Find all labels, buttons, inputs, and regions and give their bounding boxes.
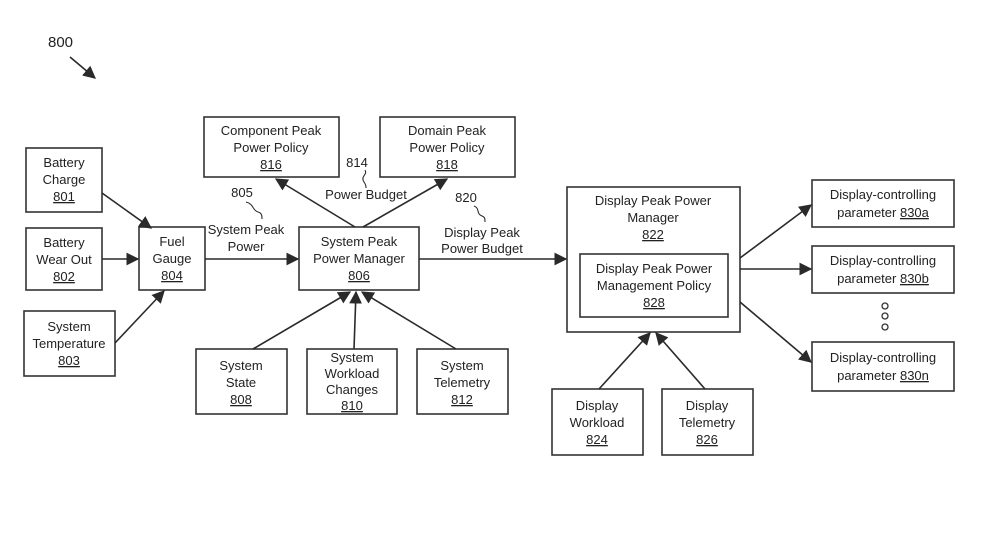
param-a-ref: parameter 830a: [837, 205, 930, 220]
display-peak-budget-line-2: Power Budget: [441, 241, 523, 256]
edge-manager-to-domain-policy: [362, 178, 449, 228]
display-policy-label-1: Display Peak Power: [596, 261, 713, 276]
system-peak-power-line-1: System Peak: [208, 222, 285, 237]
ellipsis-dots: [881, 302, 889, 331]
system-telemetry-label-1: System: [440, 358, 483, 373]
display-peak-manager-num: 822: [642, 227, 664, 242]
display-peak-budget-line-1: Display Peak: [444, 225, 520, 240]
display-workload-label-2: Workload: [570, 415, 625, 430]
display-peak-manager-label-1: Display Peak Power: [595, 193, 712, 208]
system-temperature-label-2: Temperature: [33, 336, 106, 351]
display-peak-budget-label: 820 Display Peak Power Budget: [441, 190, 523, 256]
battery-wear-label-1: Battery: [43, 235, 85, 250]
component-policy-node: Component Peak Power Policy 816: [203, 116, 340, 178]
system-peak-manager-label-2: Power Manager: [313, 251, 405, 266]
display-telemetry-node: Display Telemetry 826: [661, 388, 754, 456]
domain-policy-node: Domain Peak Power Policy 818: [379, 116, 516, 178]
power-budget-line-1: Power Budget: [325, 187, 407, 202]
system-temperature-num: 803: [58, 353, 80, 368]
system-workload-label-2: Workload: [325, 366, 380, 381]
fuel-gauge-num: 804: [161, 268, 183, 283]
param-n-label: Display-controlling: [830, 350, 936, 365]
power-budget-label: 814 Power Budget: [325, 155, 407, 202]
battery-charge-label-2: Charge: [43, 172, 86, 187]
param-b-ref: parameter 830b: [837, 271, 929, 286]
edge-manager-to-component-policy: [274, 178, 356, 228]
power-budget-leader: [362, 169, 367, 189]
system-peak-manager-node: System Peak Power Manager 806: [298, 226, 420, 291]
system-telemetry-label-2: Telemetry: [434, 375, 491, 390]
display-policy-label-2: Management Policy: [597, 278, 712, 293]
domain-policy-label-1: Domain Peak: [408, 123, 487, 138]
display-policy-num: 828: [643, 295, 665, 310]
domain-policy-num: 818: [436, 157, 458, 172]
display-workload-label-1: Display: [576, 398, 619, 413]
edge-workload-to-manager: [349, 290, 362, 350]
system-telemetry-num: 812: [451, 392, 473, 407]
figure-ref-arrow: [69, 56, 96, 79]
battery-wear-node: Battery Wear Out 802: [25, 227, 103, 291]
edge-display-telemetry-to-policy: [655, 332, 706, 390]
display-peak-manager-node: Display Peak Power Manager 822 Display P…: [566, 186, 741, 333]
component-policy-num: 816: [260, 157, 282, 172]
edge-temp-to-gauge: [114, 290, 165, 344]
display-peak-budget-leader: [473, 205, 486, 223]
system-state-num: 808: [230, 392, 252, 407]
system-workload-node: System Workload Changes 810: [306, 348, 398, 415]
param-n-node: Display-controlling parameter 830n: [811, 341, 955, 392]
edge-state-to-manager: [252, 291, 352, 350]
display-workload-num: 824: [586, 432, 608, 447]
param-n-ref: parameter 830n: [837, 368, 929, 383]
edge-display-manager-to-param-a: [739, 204, 813, 259]
battery-charge-node: Battery Charge 801: [25, 147, 103, 213]
display-peak-manager-label-2: Manager: [627, 210, 679, 225]
system-peak-power-label: 805 System Peak Power: [208, 185, 285, 254]
fuel-gauge-node: Fuel Gauge 804: [138, 226, 206, 291]
system-temperature-node: System Temperature 803: [23, 310, 116, 377]
battery-wear-num: 802: [53, 269, 75, 284]
display-peak-budget-ref: 820: [455, 190, 477, 205]
display-telemetry-num: 826: [696, 432, 718, 447]
display-workload-node: Display Workload 824: [551, 388, 644, 456]
component-policy-label-1: Component Peak: [221, 123, 322, 138]
system-state-node: System State 808: [195, 348, 288, 415]
param-b-node: Display-controlling parameter 830b: [811, 245, 955, 294]
power-budget-ref: 814: [346, 155, 368, 170]
system-peak-power-line-2: Power: [228, 239, 266, 254]
system-peak-power-leader: [245, 201, 263, 220]
figure-ref: 800: [48, 34, 73, 51]
display-policy-node: Display Peak Power Management Policy 828: [579, 253, 729, 318]
fuel-gauge-label-1: Fuel: [159, 234, 184, 249]
system-state-label-1: System: [219, 358, 262, 373]
battery-charge-num: 801: [53, 189, 75, 204]
param-b-label: Display-controlling: [830, 253, 936, 268]
edge-display-workload-to-policy: [598, 332, 651, 390]
system-telemetry-node: System Telemetry 812: [416, 348, 509, 415]
system-peak-power-ref: 805: [231, 185, 253, 200]
edge-display-manager-to-param-n: [739, 301, 812, 363]
domain-policy-label-2: Power Policy: [409, 140, 485, 155]
param-a-label: Display-controlling: [830, 187, 936, 202]
battery-wear-label-2: Wear Out: [36, 252, 92, 267]
system-peak-manager-label-1: System Peak: [321, 234, 398, 249]
edge-charge-to-gauge: [101, 192, 153, 229]
system-workload-label-1: System: [330, 350, 373, 365]
edge-telemetry-to-manager: [360, 291, 457, 350]
battery-charge-label-1: Battery: [43, 155, 85, 170]
fuel-gauge-label-2: Gauge: [152, 251, 191, 266]
param-a-node: Display-controlling parameter 830a: [811, 179, 955, 228]
system-state-label-2: State: [226, 375, 256, 390]
component-policy-label-2: Power Policy: [233, 140, 309, 155]
display-telemetry-label-2: Telemetry: [679, 415, 736, 430]
system-temperature-label-1: System: [47, 319, 90, 334]
system-peak-manager-num: 806: [348, 268, 370, 283]
system-workload-num: 810: [341, 398, 363, 413]
display-telemetry-label-1: Display: [686, 398, 729, 413]
system-workload-label-3: Changes: [326, 382, 379, 397]
